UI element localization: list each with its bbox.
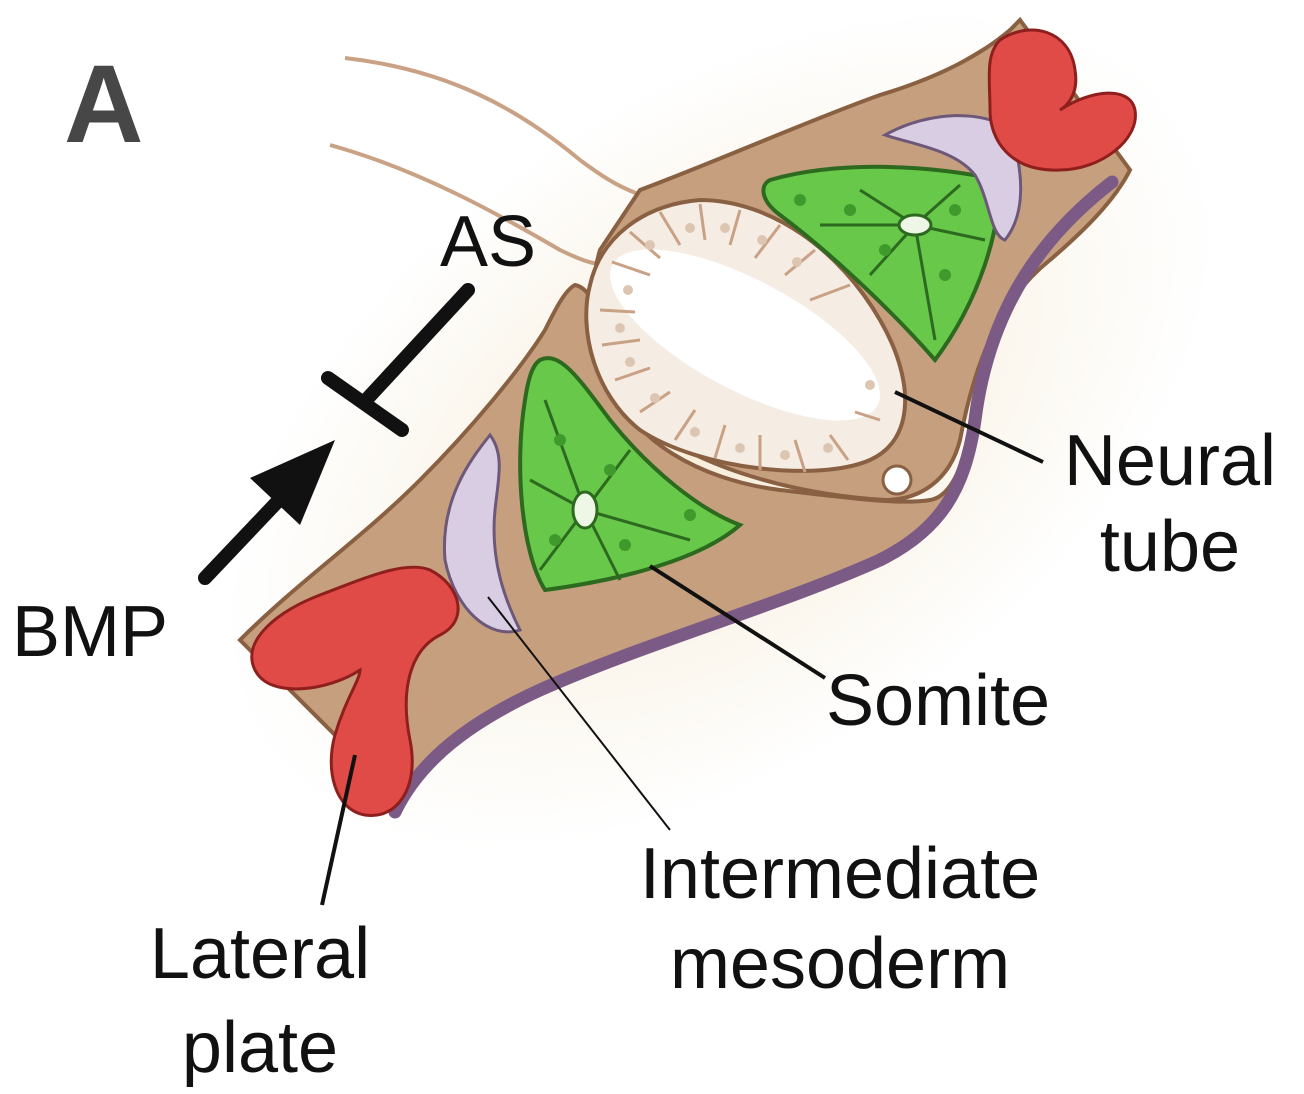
neural-tube-label-line2: tube [1040, 511, 1300, 583]
lateral-plate-label-line2: plate [110, 1012, 410, 1084]
intermediate-mesoderm-label-line2: mesoderm [590, 928, 1090, 1000]
somite-label: Somite [826, 665, 1050, 737]
intermediate-mesoderm-label-line1: Intermediate [590, 838, 1090, 910]
lateral-plate-label: Lateral plate [110, 918, 410, 1084]
as-label: AS [440, 206, 536, 278]
bmp-label: BMP [12, 596, 168, 668]
intermediate-mesoderm-label: Intermediate mesoderm [590, 838, 1090, 1000]
panel-label: A [64, 50, 143, 160]
lateral-plate-label-line1: Lateral [110, 918, 410, 990]
small-vessel-circle [883, 466, 911, 494]
neural-tube-label-line1: Neural [1040, 425, 1300, 497]
neural-tube-label: Neural tube [1040, 425, 1300, 583]
